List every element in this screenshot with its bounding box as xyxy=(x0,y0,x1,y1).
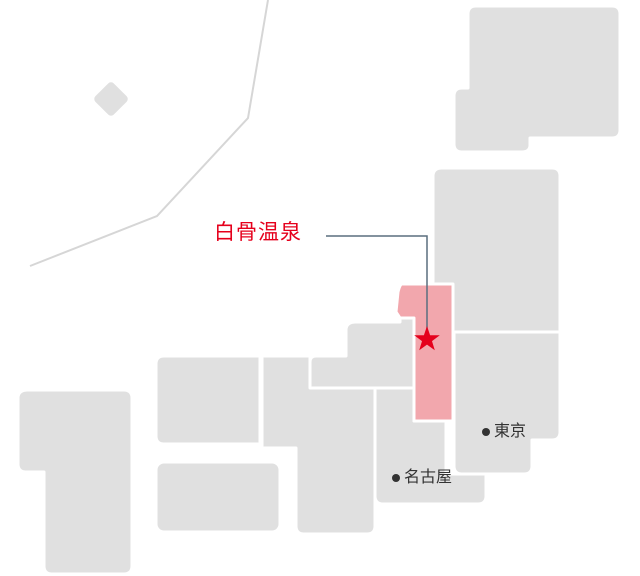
destination-label: 白骨温泉 xyxy=(214,220,302,244)
destination-leader-line xyxy=(326,235,428,332)
shikoku-region xyxy=(154,460,282,534)
sea-boundary-line xyxy=(29,0,269,267)
kanto-region xyxy=(452,330,562,476)
island-region xyxy=(94,82,128,116)
chugoku-region xyxy=(154,354,262,446)
city-label-tokyo: 東京 xyxy=(494,421,527,440)
kinki-region xyxy=(260,354,377,536)
kyushu-region xyxy=(16,388,134,576)
dot-icon xyxy=(482,428,490,436)
hokuriku-region xyxy=(308,316,416,390)
dot-icon xyxy=(392,474,400,482)
city-label-nagoya: 名古屋 xyxy=(404,467,453,486)
star-icon xyxy=(414,326,440,351)
hokkaido-region xyxy=(452,4,622,154)
nagano-highlight-region xyxy=(394,282,455,423)
